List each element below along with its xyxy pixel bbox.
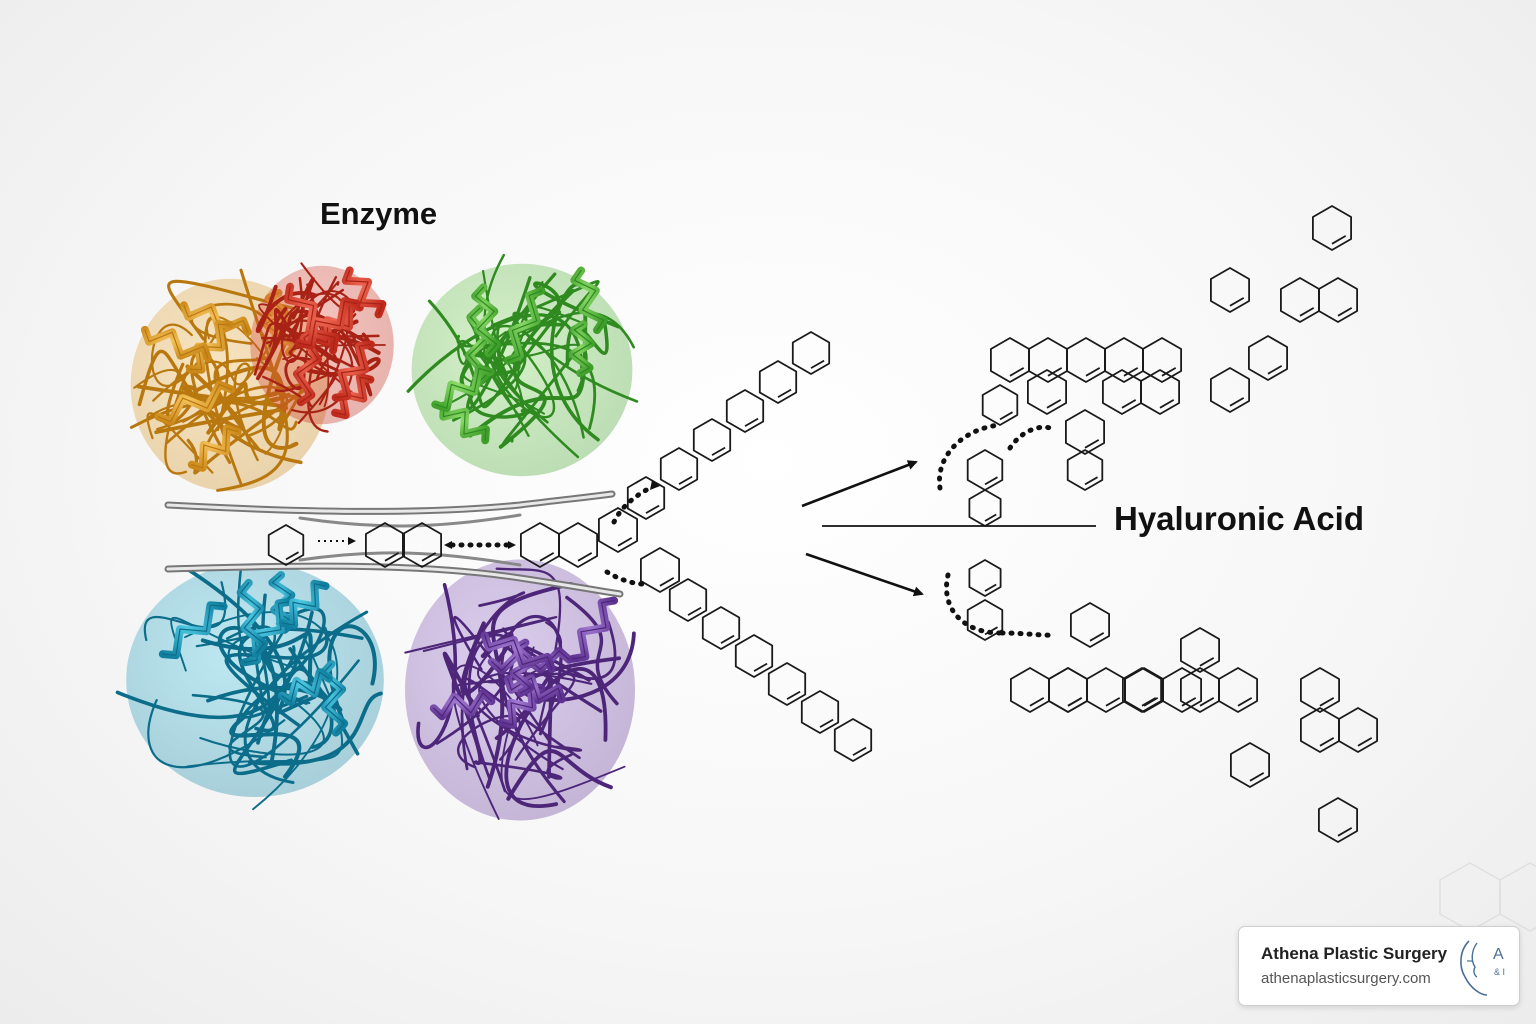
face-profile-logo-icon: A & I — [1457, 937, 1513, 997]
brand-badge[interactable]: Athena Plastic Surgery athenaplasticsurg… — [1238, 926, 1520, 1006]
brand-name: Athena Plastic Surgery — [1261, 944, 1447, 964]
hyaluronic-acid-label: Hyaluronic Acid — [1114, 500, 1364, 538]
background-hexagon-pattern — [1440, 863, 1536, 931]
enzyme-domain-cyan — [118, 563, 384, 809]
enzyme-domain-green — [408, 255, 637, 476]
enzyme-domain-purple — [405, 560, 635, 821]
enzyme-label: Enzyme — [320, 196, 437, 232]
arrow-lower — [806, 554, 922, 594]
logo-subtext: & I — [1494, 967, 1505, 977]
brand-url[interactable]: athenaplasticsurgery.com — [1261, 970, 1431, 987]
arrow-upper — [802, 462, 916, 506]
logo-letter: A — [1493, 946, 1504, 964]
